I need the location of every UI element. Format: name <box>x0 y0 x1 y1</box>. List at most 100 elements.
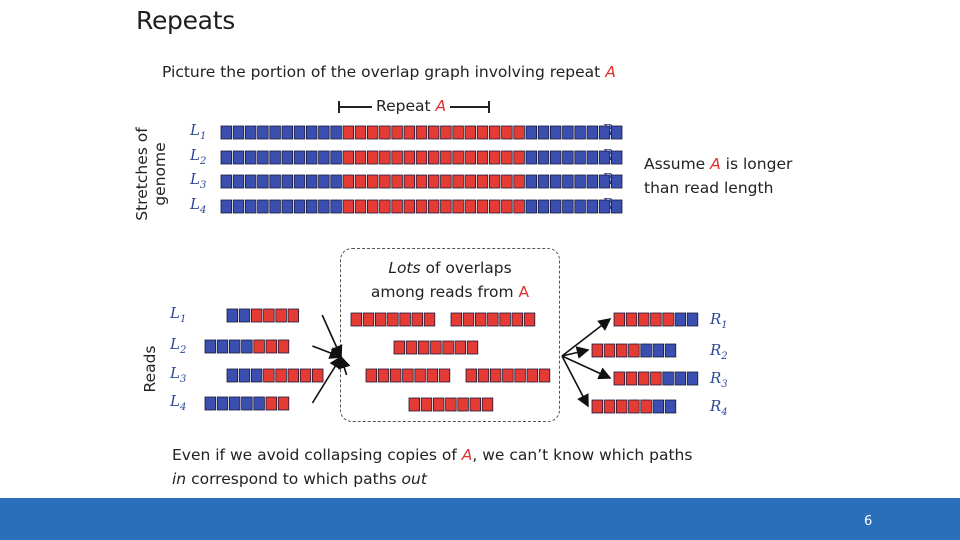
genome-strip-4-cell <box>525 199 538 214</box>
genome-strip-2-cell <box>562 150 574 165</box>
left-read-1-cell <box>250 308 263 323</box>
genome-strip-2-cell <box>354 150 367 165</box>
right-read-1-cell <box>650 312 662 327</box>
genome-strip-2-cell <box>598 150 611 165</box>
genome-strip-1-cell <box>293 125 306 140</box>
overlap-read-1-cell <box>362 312 375 327</box>
left-read-4-cell <box>277 396 290 411</box>
genome-strip-3-cell <box>366 174 379 189</box>
genome-strip-1-cell <box>550 125 562 140</box>
overlap-read-1-cell <box>350 312 363 327</box>
left-read-2-cell <box>265 339 278 354</box>
assume-line2: than read length <box>644 179 774 197</box>
in-arrow-2 <box>312 345 343 359</box>
overlap-read-2-cell <box>474 312 487 327</box>
overlap-read-6-cell <box>445 397 457 412</box>
assume-line1-pre: Assume <box>644 155 711 173</box>
genome-strip-3-cell <box>330 174 342 189</box>
genome-strip-3-cell <box>232 174 245 189</box>
genome-strip-3-cell <box>342 174 355 189</box>
genome-strip-4-cell <box>403 199 416 214</box>
genome-strip-2-cell <box>244 150 257 165</box>
left-read-3-cell <box>275 368 287 383</box>
overlaps-line1-rest: of overlaps <box>420 259 512 277</box>
genome-strip-4-cell <box>232 199 245 214</box>
genome-strip-3-cell <box>574 174 586 189</box>
genome-strip-3-cell <box>391 174 403 189</box>
genome-strip-3-cell <box>476 174 489 189</box>
overlap-read-6-cell <box>408 397 421 412</box>
read-left-label-4: L4 <box>170 392 186 413</box>
overlap-read-4-cell <box>438 368 451 383</box>
genome-strip-3-cell <box>513 174 525 189</box>
genome-strip-3-cell <box>415 174 428 189</box>
genome-strip-4-cell <box>366 199 379 214</box>
right-read-1-cell <box>662 312 674 327</box>
genome-strip-4-cell <box>537 199 550 214</box>
genome-strip-1-cell <box>464 125 477 140</box>
right-read-3-cell <box>686 371 699 386</box>
read-right-label-4-index: 4 <box>721 407 728 418</box>
bottom-line2: in correspond to which paths out <box>172 467 692 491</box>
repeat-bracket-right <box>450 100 491 113</box>
read-left-label-4-letter: L <box>170 392 180 410</box>
read-right-label-1: R1 <box>710 310 728 331</box>
left-read-2-cell <box>228 339 241 354</box>
left-read-4-cell <box>228 396 241 411</box>
left-read-1-cell <box>238 308 251 323</box>
genome-strip-4-cell <box>244 199 257 214</box>
genome-strip-2-cell <box>537 150 550 165</box>
genome-strip-2-cell <box>318 150 330 165</box>
genome-strip-3-cell <box>525 174 538 189</box>
overlap-read-5-cell <box>502 368 514 383</box>
assume-line1-var: A <box>710 155 721 173</box>
read-cells <box>204 308 699 414</box>
intro-text-main: Picture the portion of the overlap graph… <box>162 63 606 81</box>
overlap-read-4-cell <box>414 368 426 383</box>
overlap-diagram <box>204 125 699 414</box>
genome-strip-2-cell <box>427 150 440 165</box>
right-read-4-cell <box>591 399 604 414</box>
genome-strip-1-cell <box>611 125 623 140</box>
left-read-4-cell <box>253 396 265 411</box>
left-read-4-cell <box>265 396 278 411</box>
bottom-line1-pre: Even if we avoid collapsing copies of <box>172 446 462 464</box>
read-right-label-3: R3 <box>710 369 728 390</box>
overlaps-box <box>340 248 560 422</box>
overlap-read-5-cell <box>465 368 478 383</box>
intro-var: A <box>605 63 616 81</box>
genome-strip-4-cell <box>379 199 391 214</box>
bottom-note: Even if we avoid collapsing copies of A,… <box>172 443 692 491</box>
read-right-label-4: R4 <box>710 397 728 418</box>
genome-strip-3-cell <box>427 174 440 189</box>
slide-title: Repeats <box>136 6 235 35</box>
left-read-4-cell <box>241 396 253 411</box>
overlaps-line2-pre: among reads from <box>370 283 519 301</box>
genome-strip-1-cell <box>330 125 342 140</box>
arrows <box>311 314 612 408</box>
genome-strip-4-cell <box>269 199 281 214</box>
genome-strip-2-cell <box>342 150 355 165</box>
genome-strip-2-cell <box>611 150 623 165</box>
left-read-3-cell <box>263 368 275 383</box>
left-read-4-cell <box>216 396 229 411</box>
genome-strip-2-cell <box>293 150 306 165</box>
overlaps-line2-var: A <box>518 283 530 301</box>
genome-strip-1-cell <box>537 125 550 140</box>
genome-strip-4-cell <box>562 199 574 214</box>
overlap-read-6-cell <box>420 397 433 412</box>
genome-strip-1-cell <box>403 125 416 140</box>
left-read-3-cell <box>287 368 300 383</box>
genome-strip-2-cell <box>415 150 428 165</box>
assume-line1-post: is longer <box>720 155 793 173</box>
genome-strip-2-cell <box>464 150 477 165</box>
genome-strip-3-cell <box>281 174 294 189</box>
genome-strip-4-cell <box>342 199 355 214</box>
genome-strip-3-cell <box>269 174 281 189</box>
genome-strip-3-cell <box>598 174 611 189</box>
genome-strip-4-cell <box>513 199 525 214</box>
read-right-label-2-letter: R <box>710 341 722 359</box>
genome-strip-4-cell <box>476 199 489 214</box>
overlap-read-3-cell <box>454 340 467 355</box>
genome-strip-2-cell <box>501 150 513 165</box>
